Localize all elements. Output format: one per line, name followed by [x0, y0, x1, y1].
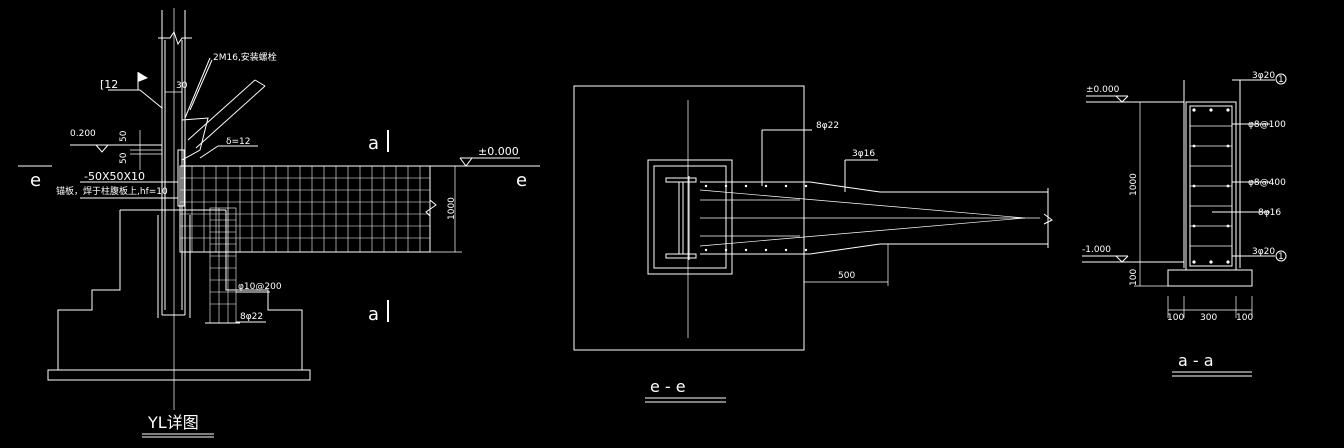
- label-dim-100a: 100: [1129, 269, 1139, 286]
- yl-detail: 2M16,安装螺栓 [12 30 0.200 50 50 δ=12 -50X50…: [18, 8, 540, 438]
- marker-circle-bottom: [1275, 250, 1287, 262]
- foundation-base: [47, 369, 311, 381]
- label-dim-50a: 50: [119, 130, 129, 142]
- column-socket-outer: [647, 159, 733, 275]
- gusset-plate: [181, 117, 209, 161]
- label-rebar-top: 8φ22: [816, 121, 839, 131]
- section-e-e: 8φ22 3φ16 500 e - e: [573, 85, 1053, 403]
- brace-lower: [195, 85, 266, 149]
- label-side-bar: 8φ16: [1258, 208, 1281, 218]
- marker-circle-top: [1275, 73, 1287, 85]
- section-footing: [1167, 269, 1253, 287]
- section-a-title: a - a: [1178, 351, 1214, 370]
- label-top-bar: 3φ20: [1252, 71, 1275, 81]
- label-section-e-left: e: [30, 170, 41, 191]
- label-section-a-bottom: a: [368, 304, 379, 325]
- label-elev-0200: 0.200: [70, 129, 96, 139]
- label-rebar-bottom: 8φ22: [240, 312, 263, 322]
- section-e-title: e - e: [650, 377, 686, 396]
- yl-detail-title: YL详图: [147, 413, 199, 432]
- label-dim-30: 30: [176, 81, 188, 91]
- label-dim-100b: 100: [1167, 313, 1184, 323]
- foundation-left-steps: [57, 210, 121, 370]
- label-dim-1000: 1000: [447, 197, 457, 220]
- label-stirrup2: φ8@400: [1248, 178, 1286, 188]
- label-bolt: 2M16,安装螺栓: [213, 51, 277, 63]
- label-stirrup1: φ8@100: [1248, 120, 1286, 130]
- label-angle: -50X50X10: [84, 170, 145, 183]
- label-dim-500: 500: [838, 271, 855, 281]
- label-dim-50b: 50: [119, 152, 129, 164]
- foundation-right-steps: [225, 210, 303, 370]
- label-elev-m1000: -1.000: [1082, 245, 1111, 255]
- label-marker2: 1: [1278, 252, 1284, 262]
- label-stirrup: φ10@200: [238, 282, 282, 292]
- beam-outline: [179, 165, 431, 253]
- label-dim-1000-right: 1000: [1129, 173, 1139, 196]
- label-bottom-bar: 3φ20: [1252, 247, 1275, 257]
- label-weld-note: 锚板，焊于柱腹板上,hf=10: [56, 185, 168, 197]
- anchor-plate: [177, 149, 185, 207]
- label-dim-100c: 100: [1236, 313, 1253, 323]
- label-channel: [12: [100, 78, 118, 91]
- section-a-a: 3φ20 ±0.000 φ8@100 1000 φ8@400 8φ16 -1.0…: [1082, 71, 1287, 377]
- label-elev-0000: ±0.000: [478, 145, 519, 158]
- label-dim-300: 300: [1200, 313, 1217, 323]
- label-section-e-right: e: [516, 170, 527, 191]
- label-section-a-top: a: [368, 133, 379, 154]
- label-rebar-side: 3φ16: [852, 149, 875, 159]
- brace-upper: [187, 79, 256, 141]
- label-marker1: 1: [1278, 75, 1284, 85]
- label-elev-0000-right: ±0.000: [1086, 85, 1120, 95]
- label-plate-d: δ=12: [226, 137, 251, 147]
